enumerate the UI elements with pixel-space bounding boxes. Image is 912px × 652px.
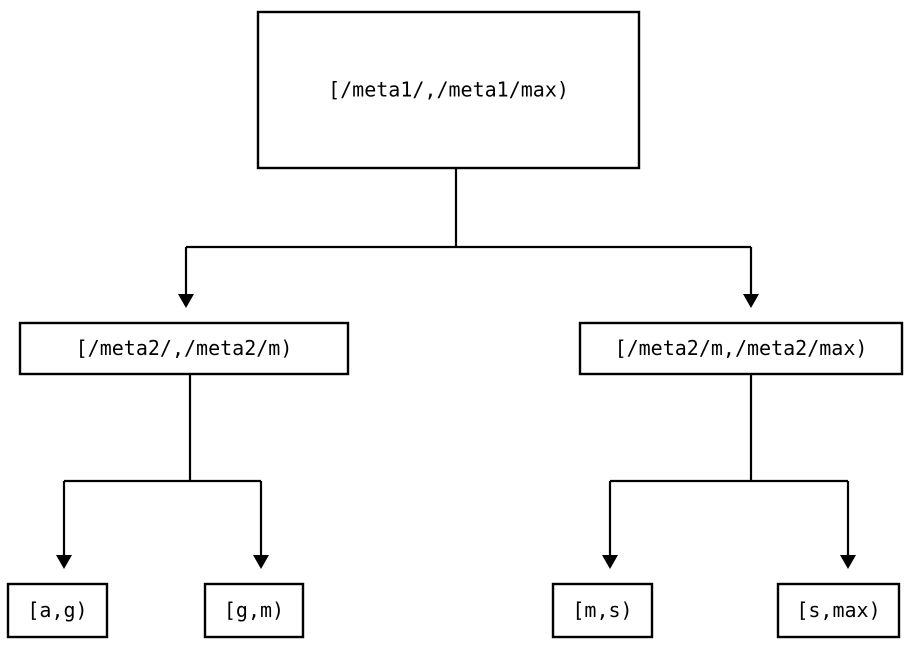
edge-group-root (178, 168, 759, 308)
node-leaf-ms-box (551, 582, 654, 639)
node-leaf-gm[interactable]: [g,m) (203, 582, 305, 639)
node-root[interactable]: [/meta1/,/meta1/max) (256, 10, 641, 170)
node-mid-right-box (578, 321, 904, 376)
node-leaf-ag-label: [a,g) (27, 598, 87, 622)
node-mid-right-label: [/meta2/m,/meta2/max) (615, 336, 868, 360)
arrow-head-icon-root-to-mid-left (178, 294, 194, 308)
arrow-head-icon-mid-right-to-leaf-ms (602, 555, 618, 569)
node-leaf-ms[interactable]: [m,s) (551, 582, 654, 639)
arrow-head-icon-mid-left-to-leaf-ag (56, 555, 72, 569)
edge-group-mid-left (56, 374, 269, 569)
node-mid-left[interactable]: [/meta2/,/meta2/m) (18, 321, 350, 376)
node-leaf-gm-label: [g,m) (224, 598, 284, 622)
node-leaf-ag-box (6, 582, 109, 639)
arrow-head-icon-root-to-mid-right (743, 294, 759, 308)
edge-group-mid-right (602, 374, 856, 569)
node-leaf-smax-box (776, 582, 901, 639)
node-mid-left-box (18, 321, 350, 376)
node-leaf-smax[interactable]: [s,max) (776, 582, 901, 639)
node-root-label: [/meta1/,/meta1/max) (328, 78, 569, 102)
node-leaf-ag[interactable]: [a,g) (6, 582, 109, 639)
node-leaf-ms-label: [m,s) (572, 598, 632, 622)
node-mid-left-label: [/meta2/,/meta2/m) (76, 336, 293, 360)
arrow-head-icon-mid-left-to-leaf-gm (253, 555, 269, 569)
node-leaf-gm-box (203, 582, 305, 639)
node-leaf-smax-label: [s,max) (796, 598, 880, 622)
node-root-box (256, 10, 641, 170)
node-mid-right[interactable]: [/meta2/m,/meta2/max) (578, 321, 904, 376)
arrow-head-icon-mid-right-to-leaf-smax (840, 555, 856, 569)
